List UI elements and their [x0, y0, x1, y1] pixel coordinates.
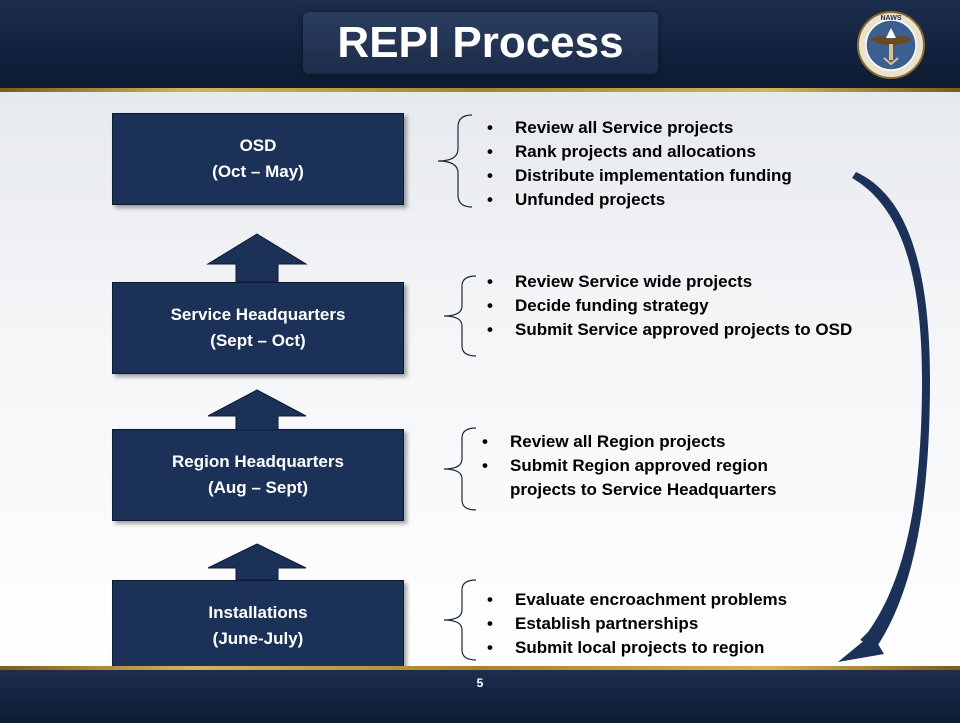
list-item: Evaluate encroachment problems [483, 588, 873, 612]
list-item: Submit local projects to region [483, 636, 873, 660]
stage-box-installations: Installations (June-July) [112, 580, 404, 672]
up-arrow-icon [207, 389, 307, 431]
list-item: Submit Region approved region projects t… [478, 454, 818, 502]
up-arrow-icon [206, 233, 308, 283]
stage-period: (June-July) [212, 629, 304, 648]
osd-bullets: Review all Service projects Rank project… [483, 116, 863, 212]
stage-name: Region Headquarters [172, 452, 344, 471]
list-item: Rank projects and allocations [483, 140, 863, 164]
up-arrow-icon [207, 543, 307, 581]
list-item: Establish partnerships [483, 612, 873, 636]
stage-name: OSD [239, 136, 277, 155]
stage-name: Installations [208, 603, 308, 622]
installations-bullets: Evaluate encroachment problems Establish… [483, 588, 873, 660]
stage-box-service-headquarters: Service Headquarters (Sept – Oct) [112, 282, 404, 374]
left-brace-icon [437, 114, 473, 208]
list-item: Submit Service approved projects to OSD [483, 318, 883, 342]
slide-title: REPI Process [337, 18, 624, 67]
svg-text:NAWS: NAWS [881, 15, 902, 22]
left-brace-icon [443, 579, 477, 661]
list-item: Review all Region projects [478, 430, 818, 454]
header-divider [0, 88, 960, 92]
stage-period: (Sept – Oct) [210, 331, 306, 350]
stage-period: (Aug – Sept) [207, 478, 309, 497]
list-item: Review Service wide projects [483, 270, 883, 294]
stage-box-region-headquarters: Region Headquarters (Aug – Sept) [112, 429, 404, 521]
title-plate: REPI Process [303, 12, 658, 74]
left-brace-icon [443, 275, 477, 357]
stage-name: Service Headquarters [170, 305, 346, 324]
list-item: Decide funding strategy [483, 294, 883, 318]
list-item: Distribute implementation funding [483, 164, 863, 188]
list-item: Review all Service projects [483, 116, 863, 140]
page-number: 5 [476, 676, 484, 690]
service-hq-bullets: Review Service wide projects Decide fund… [483, 270, 883, 342]
stage-period: (Oct – May) [212, 162, 304, 181]
naws-seal-logo: NAWS [857, 11, 925, 79]
footer-divider [0, 666, 960, 670]
slide-footer [0, 670, 960, 723]
region-hq-bullets: Review all Region projects Submit Region… [478, 430, 818, 502]
left-brace-icon [443, 427, 477, 511]
list-item: Unfunded projects [483, 188, 863, 212]
stage-box-osd: OSD (Oct – May) [112, 113, 404, 205]
